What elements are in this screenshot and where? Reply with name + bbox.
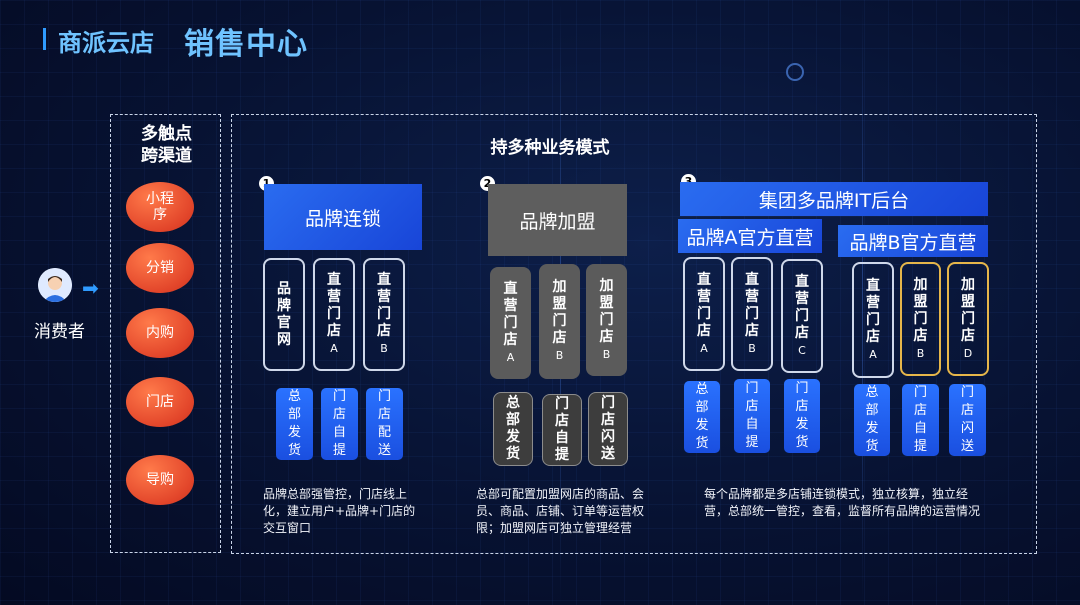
brand-a-fulfill-store-pickup: 门 店 自 提 — [734, 379, 770, 453]
mode1-title: 品牌连锁 — [264, 184, 422, 250]
mode1-fulfill-hq-ship: 总 部 发 货 — [276, 388, 313, 460]
touchpoints-title-line1: 多触点 — [141, 124, 192, 144]
business-modes-title: 持多种业务模式 — [490, 138, 610, 158]
channel-store: 门店 — [126, 377, 194, 427]
touchpoints-title: 多触点 跨渠道 — [111, 123, 222, 167]
touchpoints-title-line2: 跨渠道 — [141, 146, 192, 166]
brand-b-fulfill-store-pickup: 门 店 自 提 — [902, 384, 939, 456]
brand-b-fulfill-store-flash: 门 店 闪 送 — [949, 384, 986, 456]
consumer-label: 消费者 — [34, 322, 85, 342]
mode1-description: 品牌总部强管控，门店线上化，建立用户+品牌+门店的交互窗口 — [263, 487, 416, 535]
brand-a-fulfill-store-ship: 门 店 发 货 — [784, 379, 820, 453]
channel-shopping-guide: 导购 — [126, 455, 194, 505]
brand-b-title: 品牌B官方直营 — [838, 225, 988, 257]
business-modes-panel — [231, 114, 1037, 554]
channel-mini-program: 小程 序 — [126, 182, 194, 232]
mode1-fulfill-store-pickup: 门 店 自 提 — [321, 388, 358, 460]
mode2-title: 品牌加盟 — [488, 184, 627, 256]
brand-a-title: 品牌A官方直营 — [678, 219, 822, 253]
arrow-right-icon: ➡ — [82, 276, 99, 300]
page-title: 销售中心 — [184, 27, 308, 62]
mode2-fulfill-store-flash: 门 店 闪 送 — [588, 392, 628, 466]
brand-title: 商派云店 — [58, 29, 154, 57]
decorative-light-ray — [862, 0, 863, 605]
mode1-fulfill-store-delivery: 门 店 配 送 — [366, 388, 403, 460]
title-accent-bar — [43, 28, 46, 50]
brand-b-fulfill-hq-ship: 总 部 发 货 — [854, 384, 890, 456]
mode3-title: 集团多品牌IT后台 — [680, 182, 988, 216]
channel-distribution: 分销 — [126, 243, 194, 293]
brand-a-fulfill-hq-ship: 总 部 发 货 — [684, 381, 720, 453]
mode1-card-official-site: 品 牌 官 网 — [263, 258, 305, 371]
mode2-fulfill-hq-ship: 总 部 发 货 — [493, 392, 533, 466]
consumer-avatar-icon — [38, 268, 72, 302]
channel-internal-purchase: 内购 — [126, 308, 194, 358]
mode3-description: 每个品牌都是多店铺连锁模式，独立核算，独立经营，总部统一管控，查看，监督所有品牌… — [704, 487, 981, 518]
mode2-description: 总部可配置加盟网店的商品、会员、商品、店铺、订单等运营权限；加盟网店可独立管理经… — [476, 487, 645, 535]
mode2-fulfill-store-pickup: 门 店 自 提 — [542, 394, 582, 466]
touchpoints-panel: 多触点 跨渠道 小程 序 分销 内购 门店 导购 — [110, 114, 221, 553]
decorative-circle — [786, 63, 804, 81]
